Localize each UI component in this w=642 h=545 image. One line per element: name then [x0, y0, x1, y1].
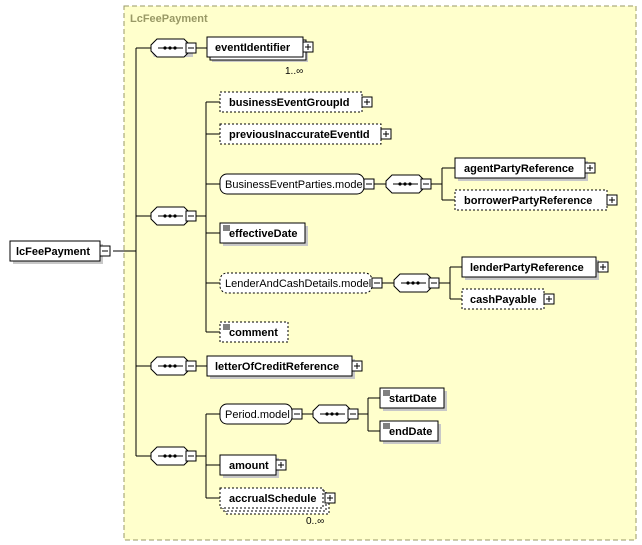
sequence-compositor-7: [312, 404, 353, 424]
collapse-icon[interactable]: [371, 277, 383, 289]
element-letterOfCreditReference[interactable]: letterOfCreditReference: [206, 355, 355, 379]
cardinality-label: 0..∞: [306, 516, 324, 527]
root-collapse-icon[interactable]: [99, 245, 111, 257]
element-previousInaccurateEventId[interactable]: previousInaccurateEventId: [219, 123, 382, 145]
element-label: previousInaccurateEventId: [229, 129, 370, 141]
sequence-compositor-4: [150, 446, 191, 466]
element-borrowerPartyReference[interactable]: borrowerPartyReference: [454, 189, 608, 211]
expand-icon[interactable]: [275, 459, 287, 471]
element-label: businessEventGroupId: [229, 97, 349, 109]
element-cashPayable[interactable]: cashPayable: [461, 288, 545, 310]
element-label: lenderPartyReference: [470, 262, 584, 274]
group-periodModel[interactable]: Period.model: [219, 403, 293, 425]
element-label: endDate: [389, 426, 432, 438]
root-label: lcFeePayment: [16, 246, 90, 258]
sequence-collapse-icon[interactable]: [185, 450, 197, 462]
sequence-compositor-1: [150, 38, 193, 58]
element-label: letterOfCreditReference: [215, 361, 339, 373]
element-amount[interactable]: amount: [219, 454, 279, 478]
expand-icon[interactable]: [361, 96, 373, 108]
group-label: LenderAndCashDetails.model: [225, 278, 371, 290]
element-label: cashPayable: [470, 294, 537, 306]
sequence-compositor-2: [150, 206, 191, 226]
expand-icon[interactable]: [584, 162, 596, 174]
element-endDate[interactable]: endDate: [379, 420, 441, 444]
element-label: accrualSchedule: [229, 493, 316, 505]
expand-icon[interactable]: [324, 492, 336, 504]
sequence-compositor-5: [385, 174, 426, 194]
group-label: BusinessEventParties.model: [225, 179, 365, 191]
element-startDate[interactable]: startDate: [379, 387, 447, 411]
connector-lines: [113, 47, 462, 499]
element-lenderPartyReference[interactable]: lenderPartyReference: [461, 256, 599, 280]
element-comment[interactable]: comment: [219, 321, 289, 343]
sequence-compositor-3: [150, 356, 191, 376]
sequence-collapse-icon[interactable]: [420, 178, 432, 190]
sequence-collapse-icon[interactable]: [185, 42, 197, 54]
element-label: comment: [229, 327, 278, 339]
sequence-collapse-icon[interactable]: [347, 408, 359, 420]
group-label: Period.model: [225, 409, 290, 421]
element-label: eventIdentifier: [215, 42, 291, 54]
element-label: amount: [229, 460, 269, 472]
element-label: borrowerPartyReference: [464, 195, 592, 207]
element-label: effectiveDate: [229, 228, 297, 240]
type-title: LcFeePayment: [130, 13, 208, 25]
sequence-compositor-6: [393, 273, 434, 293]
element-label: agentPartyReference: [464, 163, 574, 175]
element-label: startDate: [389, 393, 437, 405]
root-element[interactable]: lcFeePayment: [9, 240, 103, 264]
group-lenderAndCashDetailsModel[interactable]: LenderAndCashDetails.model: [219, 272, 373, 294]
collapse-icon[interactable]: [291, 408, 303, 420]
element-agentPartyReference[interactable]: agentPartyReference: [454, 157, 588, 181]
element-effectiveDate[interactable]: effectiveDate: [219, 222, 308, 246]
sequence-collapse-icon[interactable]: [185, 360, 197, 372]
collapse-icon[interactable]: [363, 178, 375, 190]
element-eventIdentifier[interactable]: eventIdentifier: [206, 36, 308, 62]
sequence-collapse-icon[interactable]: [185, 210, 197, 222]
expand-icon[interactable]: [380, 128, 392, 140]
element-businessEventGroupId[interactable]: businessEventGroupId: [219, 91, 363, 113]
expand-icon[interactable]: [351, 360, 363, 372]
expand-icon[interactable]: [597, 261, 609, 273]
expand-icon[interactable]: [606, 194, 618, 206]
group-businessEventPartiesModel[interactable]: BusinessEventParties.model: [219, 173, 365, 195]
cardinality-label: 1..∞: [285, 66, 303, 77]
expand-icon[interactable]: [302, 41, 314, 53]
element-accrualSchedule[interactable]: accrualSchedule: [219, 487, 330, 515]
expand-icon[interactable]: [543, 293, 555, 305]
sequence-collapse-icon[interactable]: [428, 277, 440, 289]
